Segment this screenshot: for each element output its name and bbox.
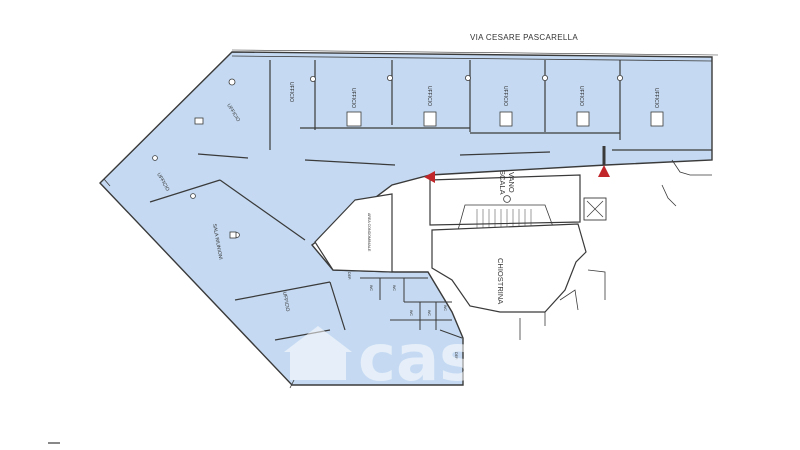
room-label-ufficio-6: UFFICIO — [578, 86, 584, 106]
room-label-ufficio-5: UFFICIO — [502, 86, 508, 106]
wc-label-3: WC — [409, 310, 413, 316]
wc-label-1: WC — [369, 285, 373, 291]
entrance-arrow-icon — [424, 171, 435, 183]
area-condominiale-label: AREA CONDOMINIALE — [367, 213, 371, 252]
vano-label: VANO — [507, 172, 516, 193]
chiostrina-label: CHIOSTRINA — [496, 258, 505, 304]
elevator-icon — [583, 197, 607, 221]
wc-label-5: WC — [443, 305, 447, 311]
wc-label-4: WC — [427, 310, 431, 316]
common-area — [314, 193, 393, 273]
office-fixtures — [194, 111, 664, 239]
facade-line-outer — [231, 49, 719, 56]
chiostrina-courtyard — [431, 223, 587, 313]
stair-column — [503, 195, 511, 203]
wc-label-2: WC — [392, 285, 396, 291]
wc-labels: WC WC WC WC WC DEP. DEP. — [347, 272, 458, 360]
facade-line — [231, 55, 713, 62]
casa-house-logo — [284, 326, 352, 380]
entrance-arrow-icon-2 — [598, 146, 610, 177]
room-label-ufficio-9: UFFICIO — [281, 291, 290, 312]
room-label-ufficio-3: UFFICIO — [350, 88, 356, 108]
facade-ticks — [103, 178, 295, 389]
dep-label-2: DEP. — [454, 352, 458, 360]
room-label-ufficio-7: UFFICIO — [653, 88, 659, 108]
scala-label: SCALA — [498, 170, 507, 195]
watermark-text: casa.it — [358, 322, 597, 396]
adjacent-outline — [519, 159, 712, 340]
room-label-ufficio-2: UFFICIO — [288, 82, 294, 102]
room-label-ufficio-4: UFFICIO — [426, 86, 432, 106]
dep-label-1: DEP. — [347, 272, 351, 280]
street-name-label: VIA CESARE PASCARELLA — [470, 33, 578, 42]
columns — [152, 75, 624, 238]
wc-block — [360, 277, 463, 339]
